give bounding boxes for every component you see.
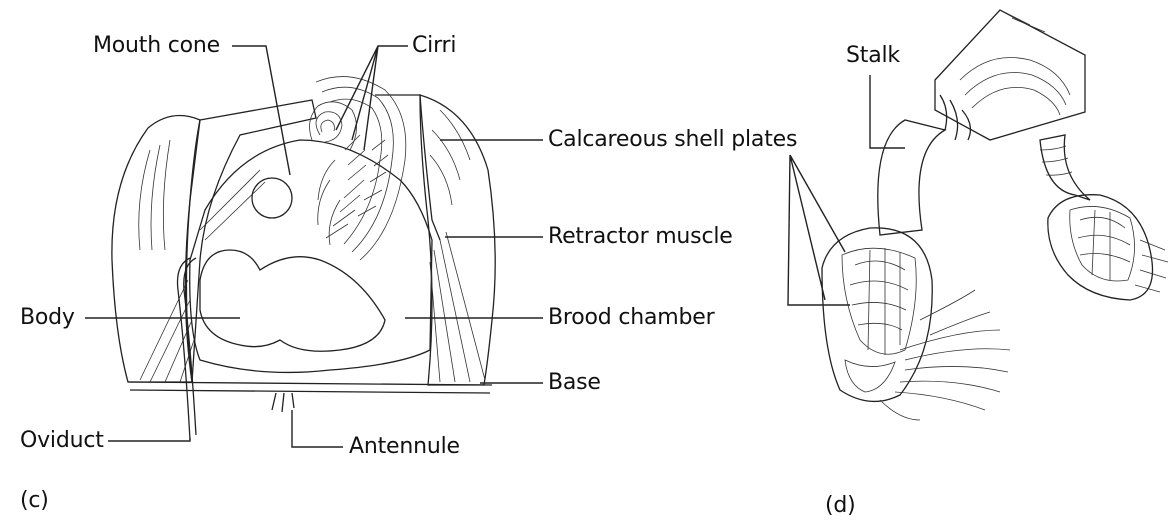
panel-label-d: (d) [825,493,856,519]
label-oviduct: Oviduct [20,428,104,454]
label-stalk: Stalk [846,43,900,69]
label-body: Body [20,305,75,331]
panel-label-c: (c) [20,488,49,514]
stalked-barnacle-drawing [822,10,1168,420]
label-mouth-cone: Mouth cone [93,33,220,59]
label-calcareous-shell-plates: Calcareous shell plates [548,127,797,153]
label-brood-chamber: Brood chamber [548,305,714,331]
label-retractor-muscle: Retractor muscle [548,224,733,250]
label-antennule: Antennule [349,434,460,460]
acorn-barnacle-section-drawing [112,77,495,440]
label-base: Base [548,370,601,396]
label-cirri: Cirri [412,33,456,59]
